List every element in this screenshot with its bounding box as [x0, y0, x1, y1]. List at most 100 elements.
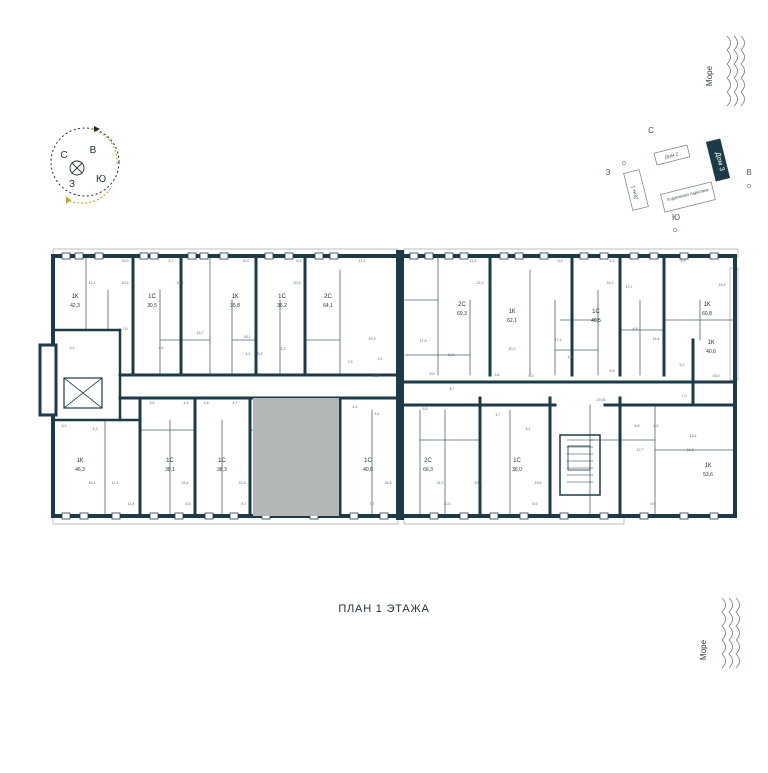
apartment-type: 1К [72, 294, 79, 300]
area-top-inner: 19,9 [369, 337, 376, 341]
apartment-type: 2С [424, 458, 432, 464]
area-top-inner: 4,2 [246, 352, 251, 356]
sea-wave [726, 35, 731, 107]
apartment-type: 1С [592, 309, 600, 315]
window [539, 252, 549, 260]
area-top-inner: 4,5 [159, 346, 164, 350]
compass-ring [50, 127, 120, 197]
window [599, 512, 609, 520]
apartment-area: 38,3 [217, 467, 227, 473]
room-partitions [85, 255, 736, 517]
apartment-label: 2С 66,3 [423, 458, 433, 473]
apartment-type: 1С [218, 458, 226, 464]
window [329, 252, 339, 260]
area-top-inner: 5,2 [258, 352, 263, 356]
window [199, 252, 209, 260]
window [219, 252, 229, 260]
window [409, 252, 419, 260]
window [204, 512, 214, 520]
house-1-label: Дом 1 [630, 185, 639, 200]
area-top-outer: 10,0 [122, 259, 129, 263]
window [284, 252, 294, 260]
site-north: С [648, 126, 654, 135]
area-top-inner: 17,9 [420, 339, 427, 343]
window [429, 512, 439, 520]
area-bottom-mid: 23,4 [182, 481, 189, 485]
window [444, 252, 454, 260]
window [379, 512, 389, 520]
area-top-outer: 10,0 [243, 259, 250, 263]
sea-wave [721, 597, 726, 669]
area-top-inner: 5,8 [610, 369, 615, 373]
window [149, 252, 159, 260]
apartment-label: 2С 64,1 [323, 294, 333, 309]
area-bottom-mid: 16,8 [687, 448, 694, 452]
area-bottom-mid: 24,6 [385, 481, 392, 485]
apartment-label: 1С 40,5 [591, 309, 601, 324]
window [111, 512, 121, 520]
window [489, 512, 499, 520]
area-top-inner: 5,2 [680, 363, 685, 367]
apartment-label: 1С 36,2 [277, 294, 287, 309]
sea-waves-top: Море [705, 35, 745, 107]
area-top-inner: 7,6 [123, 327, 128, 331]
entrance-icon [673, 228, 677, 232]
window [94, 252, 104, 260]
area-top-inner: 5,6 [374, 374, 379, 378]
area-corridor: 4,6 [204, 401, 209, 405]
area-top-inner: 6,0 [529, 374, 534, 378]
apartment-type: 2С [458, 302, 466, 308]
area-bottom-mid: 19,6 [535, 481, 542, 485]
apartment-area: 40,5 [591, 318, 601, 324]
apartment-type: 1К [77, 458, 84, 464]
area-top-inner: 6,5 [430, 372, 435, 376]
apartment-type: 1К [705, 463, 712, 469]
window [79, 512, 89, 520]
elevator-cross [63, 377, 103, 409]
area-bottom-outer: 11,0 [444, 502, 451, 506]
window [519, 512, 529, 520]
apartment-type: 2С [324, 294, 332, 300]
area-top-inner: 7,0 [682, 394, 687, 398]
window [424, 252, 434, 260]
apartment-type: 1С [278, 294, 286, 300]
area-bottom-outer: 6,9 [651, 502, 656, 506]
area-bottom-mid: 11,1 [112, 481, 119, 485]
area-top-mid: 20,5 [294, 281, 301, 285]
area-top-outer: 6,3 [610, 259, 615, 263]
area-top-outer: 5,7 [169, 259, 174, 263]
apartment-area: 64,1 [323, 303, 333, 309]
window [174, 512, 184, 520]
area-top-inner: 3,1 [378, 357, 383, 361]
area-corridor: 4,7 [233, 401, 238, 405]
sea-wave [740, 35, 745, 107]
area-corridor: 4,6 [375, 412, 380, 416]
compass-arrow-icon [66, 196, 71, 204]
apartment-area: 53,6 [703, 472, 713, 478]
compass-east: В [90, 145, 97, 156]
sea-wave [733, 35, 738, 107]
area-corridor: 13,4 [690, 434, 697, 438]
window [459, 512, 469, 520]
apartment-area: 66,3 [423, 467, 433, 473]
area-corridor: 4,4 [184, 401, 189, 405]
window [679, 252, 689, 260]
window [649, 252, 659, 260]
apartment-area: 60,8 [702, 311, 712, 317]
area-bottom-outer: 7,7 [370, 502, 375, 506]
apartment-area: 36,2 [277, 303, 287, 309]
left-elevator [63, 377, 103, 409]
area-bottom-outer: 11,4 [128, 502, 135, 506]
apartment-area: 62,1 [507, 318, 517, 324]
walls [38, 250, 737, 520]
window [514, 252, 524, 260]
